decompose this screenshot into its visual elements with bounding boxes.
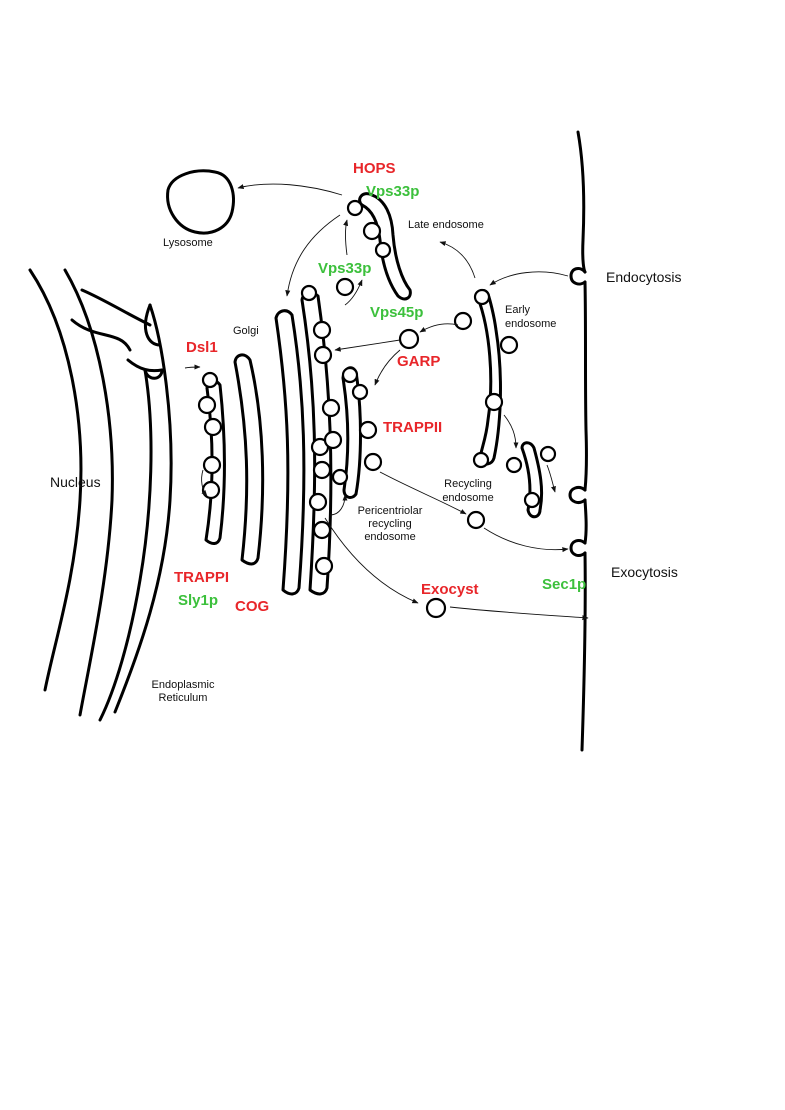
- trappii-label: TRAPPII: [383, 419, 442, 436]
- plasma-membrane: [576, 130, 588, 752]
- dsl1-label: Dsl1: [186, 339, 218, 356]
- transport-arrows: [184, 183, 589, 621]
- endoplasmic-reticulum: [98, 303, 173, 722]
- free-vesicles: [335, 277, 486, 619]
- exocytosis-label: Exocytosis: [611, 564, 678, 580]
- recycling-endosome: [505, 441, 557, 519]
- nuclear-envelope: [28, 268, 152, 717]
- garp-label: GARP: [397, 353, 440, 370]
- lysosome: [166, 169, 235, 235]
- cog-label: COG: [235, 598, 269, 615]
- lysosome-label: Lysosome: [163, 237, 213, 249]
- golgi-stack: [204, 291, 333, 596]
- vps45p-label: Vps45p: [370, 304, 423, 321]
- vps33p-hops-label: Vps33p: [366, 183, 419, 200]
- hops-label: HOPS: [353, 160, 396, 177]
- nucleus-label: Nucleus: [50, 474, 101, 490]
- vps33p-mid-label: Vps33p: [318, 260, 371, 277]
- late-endosome: [346, 192, 412, 301]
- golgi-vesicles: [197, 284, 334, 576]
- sly1p-label: Sly1p: [178, 592, 218, 609]
- endocytosis-label: Endocytosis: [606, 269, 681, 285]
- pericentriolar-recycling-endosome: [321, 366, 383, 499]
- sec1p-label: Sec1p: [542, 576, 586, 593]
- trappi-label: TRAPPI: [174, 569, 229, 586]
- late-endosome-label: Late endosome: [408, 219, 484, 231]
- plasma-membrane-invaginations: [568, 267, 587, 557]
- exocyst-label: Exocyst: [421, 581, 479, 598]
- early-endosome: [453, 288, 519, 469]
- golgi-label: Golgi: [233, 325, 259, 337]
